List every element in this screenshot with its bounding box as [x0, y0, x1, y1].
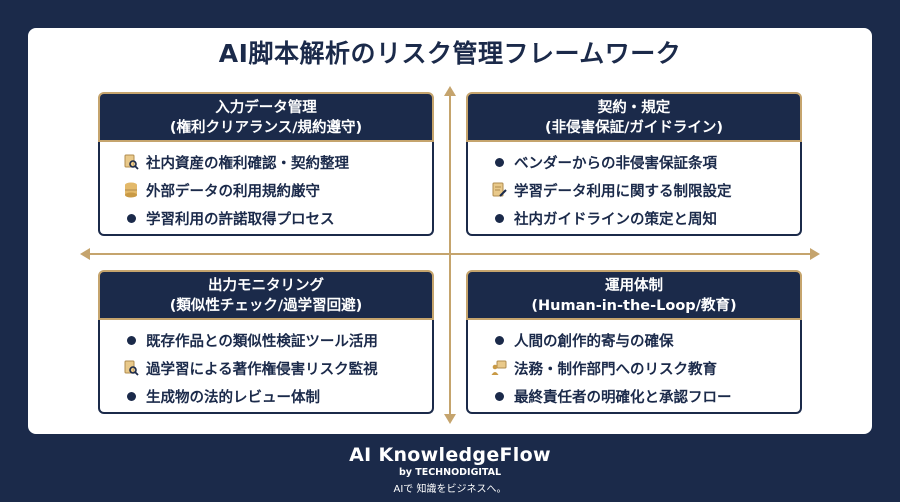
page-title: AI脚本解析のリスク管理フレームワーク: [218, 39, 682, 68]
list-item: 学習データ利用に関する制限設定: [490, 176, 800, 204]
axis-arrow-down-icon: [444, 414, 456, 424]
bullet-dot-icon: [490, 387, 508, 405]
document-search-icon: [122, 359, 140, 377]
list-item-text: 生成物の法的レビュー体制: [146, 389, 320, 406]
list-item-text: 社内ガイドラインの策定と周知: [514, 211, 717, 228]
list-item-text: 学習利用の許諾取得プロセス: [146, 211, 335, 228]
list-item: 社内資産の権利確認・契約整理: [122, 148, 432, 176]
footer: AI KnowledgeFlow by TECHNODIGITAL AIで 知識…: [0, 438, 900, 502]
list-item: 生成物の法的レビュー体制: [122, 382, 432, 410]
list-item: 最終責任者の明確化と承認フロー: [490, 382, 800, 410]
person-board-icon: [490, 359, 508, 377]
database-icon: [122, 181, 140, 199]
quadrant-heading: 運用体制 (Human-in-the-Loop/教育): [466, 270, 802, 320]
axis-arrow-left-icon: [80, 248, 90, 260]
axis-arrow-up-icon: [444, 86, 456, 96]
quadrant-items: ベンダーからの非侵害保証条項 学習データ利用に関する制限設定 社内ガイドラインの…: [466, 142, 802, 236]
quadrant-heading-line1: 運用体制: [605, 278, 663, 294]
document-search-icon: [122, 153, 140, 171]
list-item-text: 法務・制作部門へのリスク教育: [514, 361, 717, 378]
bullet-dot-icon: [122, 331, 140, 349]
list-item-text: 外部データの利用規約厳守: [146, 183, 320, 200]
quadrant-contracts: 契約・規定 (非侵害保証/ガイドライン) ベンダーからの非侵害保証条項 学習デー…: [466, 92, 802, 236]
quadrant-items: 人間の創作的寄与の確保 法務・制作部門へのリスク教育 最終責任者の明確化と承認フ…: [466, 320, 802, 414]
bullet-dot-icon: [490, 209, 508, 227]
axis-arrow-right-icon: [810, 248, 820, 260]
list-item-text: 最終責任者の明確化と承認フロー: [514, 389, 732, 406]
quadrant-heading: 入力データ管理 (権利クリアランス/規約遵守): [98, 92, 434, 142]
quadrant-heading-line2: (非侵害保証/ガイドライン): [544, 120, 724, 136]
quadrant-items: 既存作品との類似性検証ツール活用 過学習による著作権侵害リスク監視 生成物の法的…: [98, 320, 434, 414]
bullet-dot-icon: [490, 331, 508, 349]
quadrant-heading: 契約・規定 (非侵害保証/ガイドライン): [466, 92, 802, 142]
bullet-dot-icon: [122, 209, 140, 227]
list-item: ベンダーからの非侵害保証条項: [490, 148, 800, 176]
list-item: 過学習による著作権侵害リスク監視: [122, 354, 432, 382]
quadrant-heading-line1: 契約・規定: [597, 100, 671, 116]
quadrant-heading-line1: 入力データ管理: [215, 100, 317, 116]
quadrant-heading-line2: (類似性チェック/過学習回避): [169, 298, 363, 314]
list-item-text: 既存作品との類似性検証ツール活用: [146, 333, 378, 350]
quadrant-operations: 運用体制 (Human-in-the-Loop/教育) 人間の創作的寄与の確保 …: [466, 270, 802, 414]
list-item: 人間の創作的寄与の確保: [490, 326, 800, 354]
brand-byline: by TECHNODIGITAL: [398, 467, 502, 478]
brand-tagline: AIで 知識をビジネスへ。: [393, 484, 507, 495]
quadrant-input-data: 入力データ管理 (権利クリアランス/規約遵守) 社内資産の権利確認・契約整理 外…: [98, 92, 434, 236]
list-item: 学習利用の許諾取得プロセス: [122, 204, 432, 232]
quadrant-heading-line1: 出力モニタリング: [208, 278, 324, 294]
document-edit-icon: [490, 181, 508, 199]
quadrant-output-monitoring: 出力モニタリング (類似性チェック/過学習回避) 既存作品との類似性検証ツール活…: [98, 270, 434, 414]
list-item: 既存作品との類似性検証ツール活用: [122, 326, 432, 354]
quadrant-heading-line2: (Human-in-the-Loop/教育): [531, 298, 737, 314]
bullet-dot-icon: [122, 387, 140, 405]
quadrant-items: 社内資産の権利確認・契約整理 外部データの利用規約厳守 学習利用の許諾取得プロセ…: [98, 142, 434, 236]
list-item-text: 社内資産の権利確認・契約整理: [146, 155, 349, 172]
brand-logo-text: AI KnowledgeFlow: [349, 444, 551, 466]
list-item-text: 学習データ利用に関する制限設定: [514, 183, 732, 200]
quadrant-heading-line2: (権利クリアランス/規約遵守): [169, 120, 363, 136]
list-item-text: 人間の創作的寄与の確保: [514, 333, 674, 350]
list-item: 法務・制作部門へのリスク教育: [490, 354, 800, 382]
list-item-text: 過学習による著作権侵害リスク監視: [146, 361, 378, 378]
list-item: 外部データの利用規約厳守: [122, 176, 432, 204]
list-item: 社内ガイドラインの策定と周知: [490, 204, 800, 232]
quadrant-heading: 出力モニタリング (類似性チェック/過学習回避): [98, 270, 434, 320]
bullet-dot-icon: [490, 153, 508, 171]
vertical-axis: [449, 94, 451, 416]
list-item-text: ベンダーからの非侵害保証条項: [514, 155, 717, 172]
